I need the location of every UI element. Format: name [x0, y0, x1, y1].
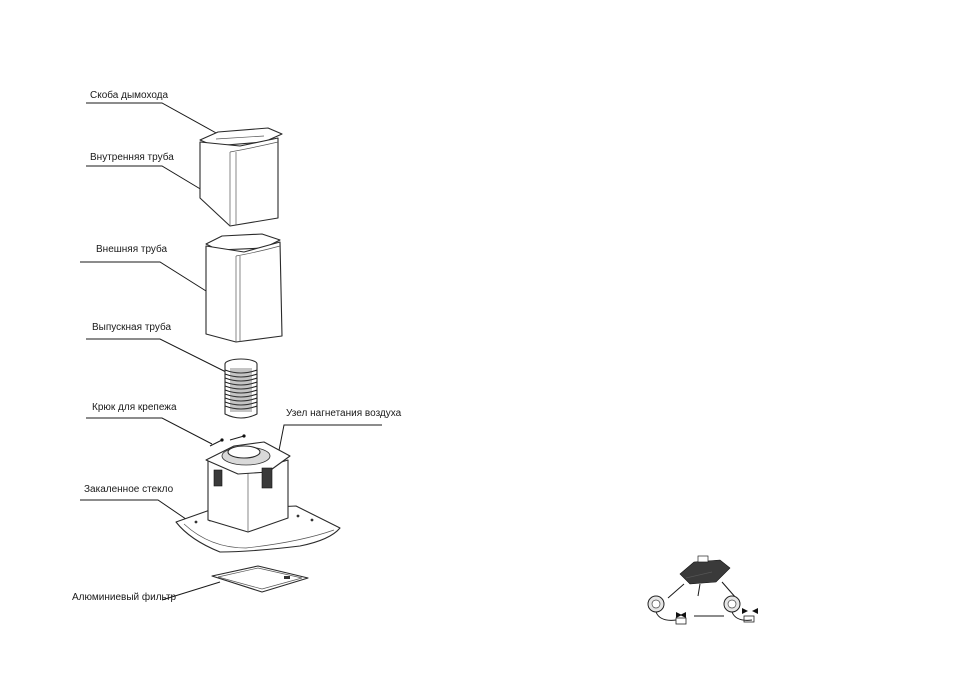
- blower-bracket-left: [214, 470, 222, 486]
- mounting-hook-1: [210, 440, 222, 446]
- glass-screw-3: [297, 515, 300, 518]
- outer-pipe-drawing: [206, 234, 282, 342]
- inner-pipe-shape: [200, 138, 278, 226]
- plug-right-inner: [728, 600, 736, 608]
- inner-pipe-drawing: [200, 128, 282, 226]
- label-inner-pipe: Внутренняя труба: [90, 151, 174, 163]
- mini-hood-body: [680, 560, 730, 584]
- leader-mounting-hook: [86, 418, 212, 444]
- mini-arrow-left: [668, 584, 684, 598]
- label-chimney-bracket: Скоба дымохода: [90, 89, 169, 101]
- leader-exhaust-pipe: [86, 339, 226, 372]
- plug-right-connector: [744, 616, 754, 622]
- mini-hood-outlet: [698, 556, 708, 562]
- glass-screw-4: [311, 519, 314, 522]
- arrow-icon-right-2: [752, 608, 758, 614]
- arrow-icon-left-2: [680, 612, 686, 618]
- aluminum-filter-drawing: [212, 566, 308, 592]
- label-inner-pipe-group: Внутренняя труба: [86, 151, 212, 196]
- mounting-hook-2: [230, 436, 244, 440]
- blower-bracket-right: [262, 468, 272, 488]
- label-exhaust-pipe-group: Выпускная труба: [86, 321, 226, 372]
- label-aluminum-filter: Алюминиевый фильтр: [72, 591, 177, 603]
- label-mounting-hook: Крюк для крепежа: [92, 402, 177, 413]
- label-chimney-bracket-group: Скоба дымохода: [86, 89, 218, 134]
- plug-left-connector: [676, 618, 686, 624]
- label-aluminum-filter-group: Алюминиевый фильтр: [72, 582, 220, 603]
- arrow-icon-right: [742, 608, 748, 614]
- leader-aluminum-filter: [162, 582, 220, 600]
- mounting-hook-tip-2: [242, 434, 245, 437]
- mounting-hook-tip-1: [220, 438, 223, 441]
- label-blower-unit-group: Узел нагнетания воздуха: [272, 408, 402, 486]
- label-blower-unit: Узел нагнетания воздуха: [286, 408, 402, 419]
- filter-latch: [284, 576, 290, 579]
- leader-inner-pipe: [86, 166, 212, 196]
- plug-left-inner: [652, 600, 660, 608]
- label-outer-pipe: Внешняя труба: [96, 243, 168, 255]
- leader-chimney-bracket: [86, 103, 218, 134]
- blower-outlet: [228, 446, 260, 458]
- label-exhaust-pipe: Выпускная труба: [92, 321, 171, 333]
- outer-pipe-shape: [206, 242, 282, 342]
- cable-left: [656, 612, 676, 620]
- exhaust-pipe-drawing: [225, 359, 257, 418]
- mini-arrow-right: [722, 582, 736, 598]
- label-tempered-glass: Закаленное стекло: [84, 484, 174, 495]
- hood-body-drawing: [176, 434, 340, 552]
- label-outer-pipe-group: Внешняя труба: [80, 243, 214, 296]
- label-mounting-hook-group: Крюк для крепежа: [86, 402, 212, 444]
- leader-outer-pipe: [80, 262, 214, 296]
- mini-arrow-mid: [698, 584, 700, 596]
- glass-screw-1: [195, 521, 198, 524]
- exhaust-pipe-shade: [230, 368, 252, 412]
- wiring-illustration: [648, 556, 758, 624]
